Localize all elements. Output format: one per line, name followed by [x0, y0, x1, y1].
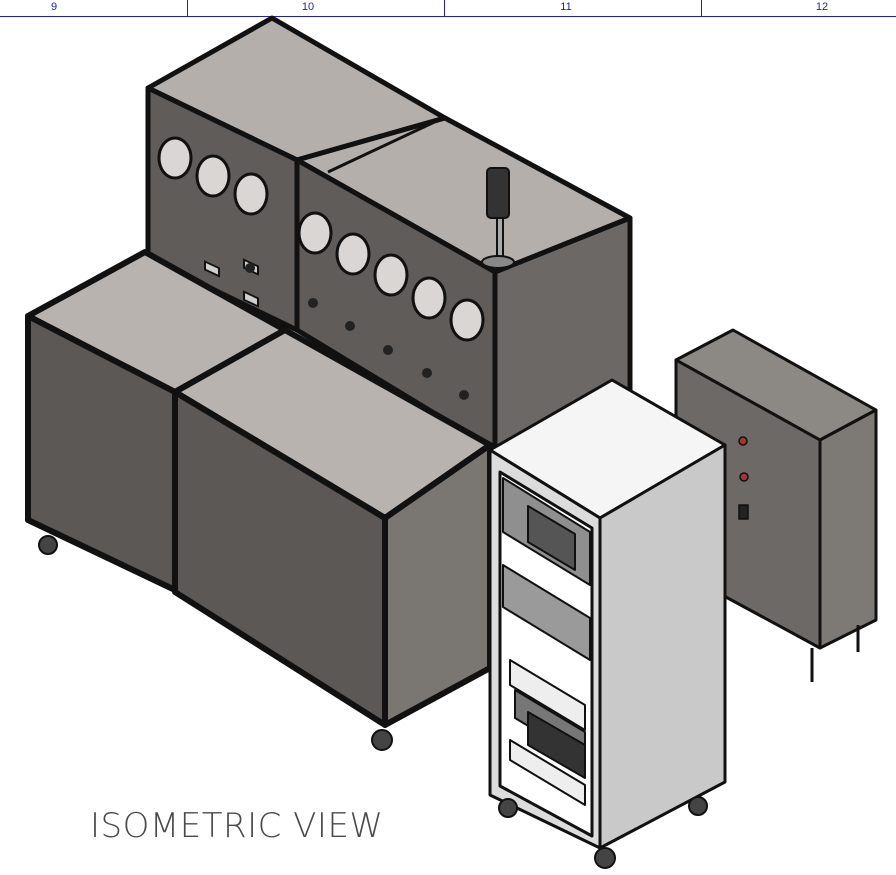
terminal-panel	[502, 564, 591, 661]
electrical-cabinet-controls	[738, 436, 749, 520]
zone-label-10: 10	[301, 1, 315, 13]
caster-wheel-icon	[594, 847, 616, 869]
caster-wheel-icon	[38, 535, 58, 555]
caster-wheel-icon	[498, 798, 518, 818]
control-knob-icon	[383, 345, 393, 355]
indicator-window	[204, 260, 220, 278]
left-panel-gauges	[157, 136, 269, 216]
pressure-gauge-icon	[157, 136, 193, 180]
rack-shelf	[509, 659, 586, 731]
zone-divider	[701, 0, 702, 16]
zone-divider	[444, 0, 445, 16]
pressure-gauge-icon	[449, 298, 485, 342]
pressure-gauge-icon	[373, 253, 409, 297]
control-knob-icon	[245, 263, 255, 273]
zone-label-9: 9	[50, 1, 58, 13]
right-panel-knobs	[308, 298, 469, 400]
caster-wheel-icon	[371, 729, 393, 751]
control-knob-icon	[345, 321, 355, 331]
rack-equipment	[502, 477, 591, 806]
zone-label-12: 12	[815, 1, 829, 13]
pressure-gauge-icon	[297, 211, 333, 255]
rack-casters	[498, 796, 708, 869]
table-casters	[38, 535, 393, 751]
zone-divider	[187, 0, 188, 16]
view-title: ISOMETRIC VIEW	[90, 806, 384, 846]
control-knob-icon	[459, 390, 469, 400]
hmi-display-icon	[527, 505, 576, 571]
rotary-switch-icon	[738, 504, 749, 520]
signal-tower-light	[481, 167, 515, 269]
rack-side	[598, 443, 727, 850]
pressure-gauge-icon	[233, 172, 269, 216]
control-knob-icon	[422, 368, 432, 378]
right-panel-gauges	[297, 211, 485, 342]
pressure-gauge-icon	[411, 276, 447, 320]
zone-label-11: 11	[560, 1, 572, 13]
electrical-cabinet-side	[818, 408, 878, 650]
battery-unit	[527, 711, 586, 779]
drawing-zone-border: 9 10 11 12	[0, 0, 896, 17]
indicator-lamp-icon	[738, 436, 748, 446]
pressure-gauge-icon	[195, 154, 231, 198]
rack-shelf	[509, 739, 586, 806]
lower-table-unit	[25, 249, 493, 728]
control-knob-icon	[308, 298, 318, 308]
caster-wheel-icon	[688, 796, 708, 816]
indicator-lamp-icon	[739, 472, 749, 482]
pressure-gauge-icon	[335, 232, 371, 276]
indicator-window	[243, 290, 259, 308]
